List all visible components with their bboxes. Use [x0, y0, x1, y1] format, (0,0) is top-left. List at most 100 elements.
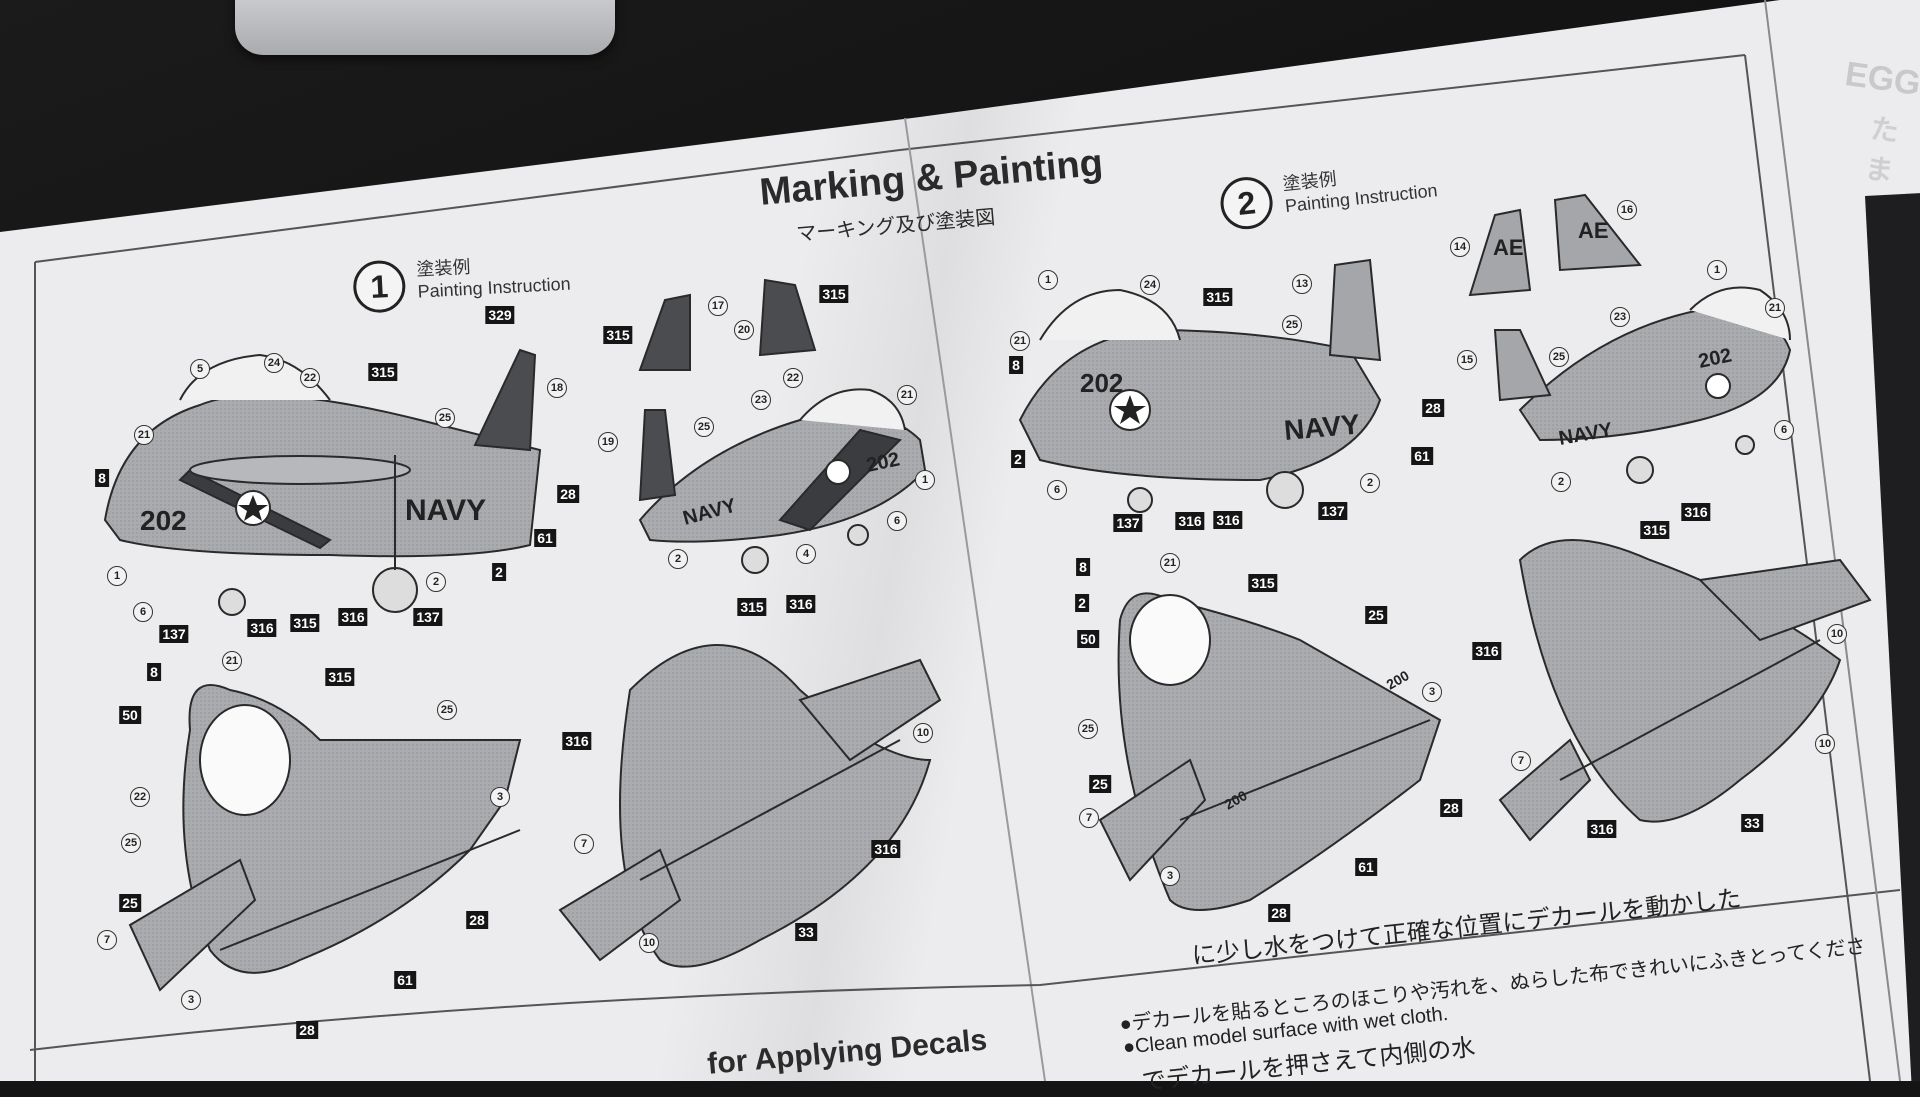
- part-callout-25: 25: [1365, 606, 1387, 624]
- part-callout-10: 10: [1827, 624, 1847, 644]
- modex-202-scheme2: 202: [1080, 368, 1123, 398]
- part-callout-25: 25: [1089, 775, 1111, 793]
- modex-202: 202: [140, 505, 187, 536]
- part-callout-6: 6: [1774, 420, 1794, 440]
- part-callout-2: 2: [1011, 450, 1025, 468]
- scheme1-side-view: [103, 348, 542, 616]
- part-callout-329: 329: [485, 306, 515, 324]
- part-callout-28: 28: [1440, 799, 1462, 817]
- part-callout-28: 28: [1268, 904, 1290, 922]
- part-callout-61: 61: [394, 971, 416, 989]
- part-callout-28: 28: [557, 485, 579, 503]
- part-callout-61: 61: [1411, 447, 1433, 465]
- scheme1-top-view-left: [128, 684, 522, 992]
- part-callout-61: 61: [1355, 858, 1377, 876]
- part-callout-316: 316: [871, 840, 901, 858]
- part-callout-13: 13: [1292, 274, 1312, 294]
- part-callout-22: 22: [300, 368, 320, 388]
- part-callout-25: 25: [435, 408, 455, 428]
- part-callout-137: 137: [1318, 502, 1348, 520]
- navy-marking-scheme2: NAVY: [1283, 408, 1361, 446]
- part-callout-18: 18: [547, 378, 567, 398]
- part-callout-23: 23: [751, 390, 771, 410]
- part-callout-3: 3: [1160, 866, 1180, 886]
- part-callout-2: 2: [1551, 472, 1571, 492]
- part-callout-137: 137: [159, 625, 189, 643]
- scheme2-top-view-right: [1498, 539, 1872, 842]
- part-callout-1: 1: [1707, 260, 1727, 280]
- part-callout-7: 7: [1079, 808, 1099, 828]
- part-callout-2: 2: [1360, 473, 1380, 493]
- part-callout-3: 3: [490, 787, 510, 807]
- scheme2-side-view: [1018, 258, 1382, 513]
- part-callout-16: 16: [1617, 200, 1637, 220]
- part-callout-25: 25: [694, 417, 714, 437]
- part-callout-28: 28: [466, 911, 488, 929]
- navy-marking: NAVY: [405, 494, 486, 527]
- part-callout-316: 316: [1213, 511, 1243, 529]
- part-callout-25: 25: [121, 833, 141, 853]
- part-callout-25: 25: [119, 894, 141, 912]
- part-callout-316: 316: [1681, 503, 1711, 521]
- part-callout-17: 17: [708, 296, 728, 316]
- part-callout-7: 7: [1511, 751, 1531, 771]
- part-callout-25: 25: [437, 700, 457, 720]
- part-callout-316: 316: [1175, 512, 1205, 530]
- part-callout-10: 10: [1815, 734, 1835, 754]
- part-callout-315: 315: [737, 598, 767, 616]
- part-callout-50: 50: [1077, 630, 1099, 648]
- part-callout-315: 315: [290, 614, 320, 632]
- part-callout-5: 5: [190, 359, 210, 379]
- part-callout-21: 21: [1765, 298, 1785, 318]
- part-callout-22: 22: [783, 368, 803, 388]
- part-callout-2: 2: [492, 563, 506, 581]
- part-callout-315: 315: [368, 363, 398, 381]
- part-callout-50: 50: [119, 706, 141, 724]
- part-callout-21: 21: [134, 425, 154, 445]
- part-callout-315: 315: [819, 285, 849, 303]
- part-callout-33: 33: [795, 923, 817, 941]
- scheme1-side-view-small: [638, 388, 927, 574]
- part-callout-315: 315: [1640, 521, 1670, 539]
- part-callout-25: 25: [1078, 719, 1098, 739]
- part-callout-1: 1: [915, 470, 935, 490]
- part-callout-10: 10: [639, 933, 659, 953]
- part-callout-4: 4: [796, 544, 816, 564]
- part-callout-8: 8: [1076, 558, 1090, 576]
- part-callout-316: 316: [338, 608, 368, 626]
- part-callout-28: 28: [1422, 399, 1444, 417]
- part-callout-24: 24: [264, 353, 284, 373]
- part-callout-6: 6: [887, 511, 907, 531]
- part-callout-25: 25: [1549, 347, 1569, 367]
- scheme1-tail-fins: [638, 278, 817, 371]
- part-callout-315: 315: [603, 326, 633, 344]
- part-callout-2: 2: [1075, 594, 1089, 612]
- part-callout-315: 315: [325, 668, 355, 686]
- scheme2-tail-fins: [1468, 193, 1642, 297]
- part-callout-22: 22: [130, 787, 150, 807]
- part-callout-3: 3: [1422, 682, 1442, 702]
- part-callout-6: 6: [1047, 480, 1067, 500]
- scheme2-side-view-small: [1493, 286, 1792, 484]
- part-callout-315: 315: [1248, 574, 1278, 592]
- metal-tin-lid: [235, 0, 615, 55]
- part-callout-20: 20: [734, 320, 754, 340]
- part-callout-23: 23: [1610, 307, 1630, 327]
- part-callout-137: 137: [413, 608, 443, 626]
- part-callout-25: 25: [1282, 315, 1302, 335]
- part-callout-61: 61: [534, 529, 556, 547]
- part-callout-316: 316: [247, 619, 277, 637]
- part-callout-7: 7: [97, 930, 117, 950]
- part-callout-14: 14: [1450, 237, 1470, 257]
- part-callout-21: 21: [897, 385, 917, 405]
- scheme2-top-view-left: [1098, 592, 1442, 911]
- part-callout-8: 8: [147, 663, 161, 681]
- part-callout-316: 316: [562, 732, 592, 750]
- part-callout-3: 3: [181, 990, 201, 1010]
- wing-modex-200-b: 200: [1384, 667, 1412, 693]
- part-callout-10: 10: [913, 723, 933, 743]
- part-callout-28: 28: [296, 1021, 318, 1039]
- part-callout-2: 2: [668, 549, 688, 569]
- part-callout-6: 6: [133, 602, 153, 622]
